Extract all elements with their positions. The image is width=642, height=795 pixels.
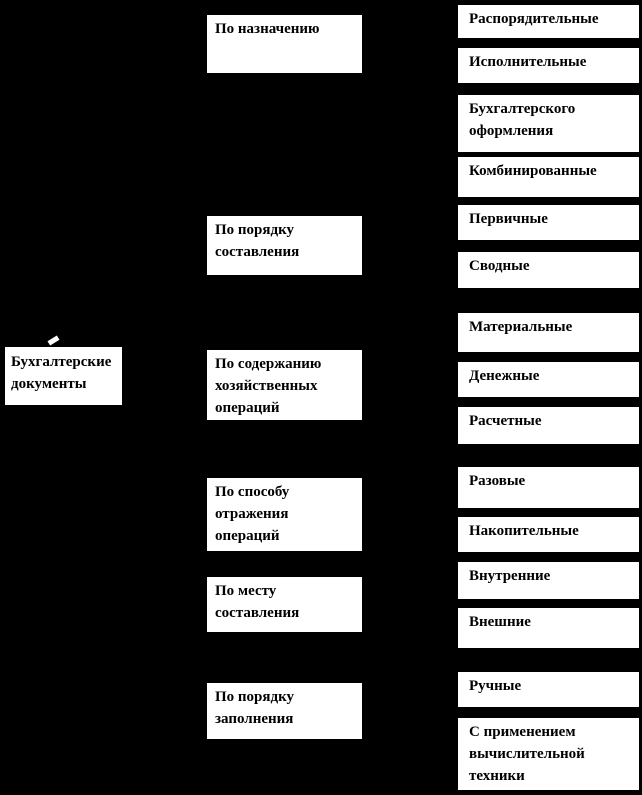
type-box-raschetnye: Расчетные — [458, 407, 639, 444]
category-box-po-sposobu-otrazheniya: По способу отражения операций — [207, 478, 362, 551]
type-box-denezhnye: Денежные — [458, 362, 639, 397]
type-box-materialnye: Материальные — [458, 313, 639, 352]
type-box-razovye: Разовые — [458, 467, 639, 508]
type-box-buhgalterskogo-oformleniya: Бухгалтерского оформления — [458, 95, 639, 152]
category-box-po-naznacheniyu: По назначению — [207, 15, 362, 73]
type-box-pervichnye: Первичные — [458, 205, 639, 240]
type-box-kombinirovannye: Комбинированные — [458, 157, 639, 197]
type-box-rasporyaditelnye: Распорядительные — [458, 5, 639, 38]
type-box-nakopitelnye: Накопительные — [458, 517, 639, 552]
root-box-buhgalterskie-dokumenty: Бухгалтерские документы — [5, 347, 122, 405]
type-box-vneshnie: Внешние — [458, 608, 639, 648]
category-box-po-soderzhaniyu-operaciy: По содержанию хозяйственных операций — [207, 350, 362, 420]
type-box-ruchnye: Ручные — [458, 672, 639, 707]
category-box-po-poryadku-sostavleniya: По порядку составления — [207, 216, 362, 275]
category-box-po-mestu-sostavleniya: По месту составления — [207, 577, 362, 632]
type-box-s-primeneniem-vychislitelnoy-tehniki: С применением вычислительной техники — [458, 718, 639, 790]
stray-mark — [47, 335, 60, 346]
type-box-svodnye: Сводные — [458, 252, 639, 288]
type-box-ispolnitelnye: Исполнительные — [458, 48, 639, 83]
type-box-vnutrennie: Внутренние — [458, 562, 639, 599]
category-box-po-poryadku-zapolneniya: По порядку заполнения — [207, 683, 362, 739]
